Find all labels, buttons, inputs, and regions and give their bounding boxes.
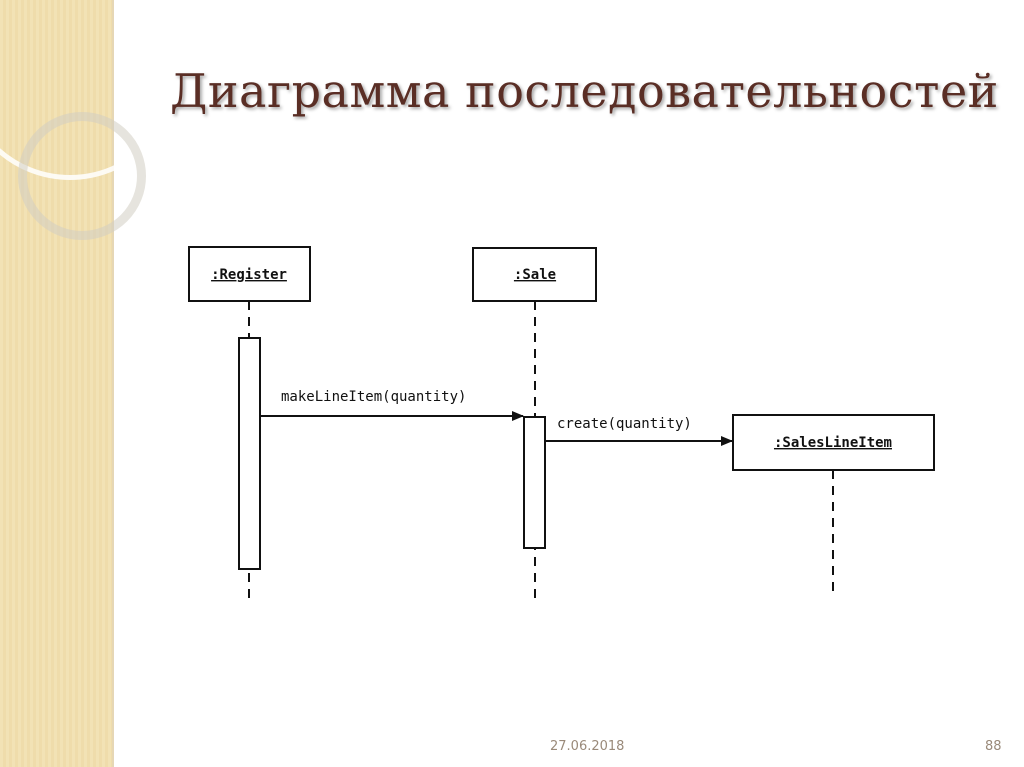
footer-page-number: 88 bbox=[985, 739, 1002, 754]
activation-sale bbox=[523, 416, 546, 549]
message-label-create: create(quantity) bbox=[557, 416, 692, 432]
slide-title: Диаграмма последовательностей bbox=[170, 64, 999, 118]
participant-register-label: :Register bbox=[211, 267, 287, 283]
activation-register bbox=[238, 337, 261, 570]
sidebar-divider bbox=[112, 0, 114, 767]
participant-saleslineitem-label: :SalesLineItem bbox=[774, 435, 892, 451]
participant-saleslineitem-box bbox=[732, 414, 935, 471]
message-label-makelineitem: makeLineItem(quantity) bbox=[281, 389, 466, 405]
decorative-ring-small bbox=[18, 112, 146, 240]
participant-sale-label: :Sale bbox=[514, 267, 556, 283]
footer-date: 27.06.2018 bbox=[550, 739, 625, 754]
